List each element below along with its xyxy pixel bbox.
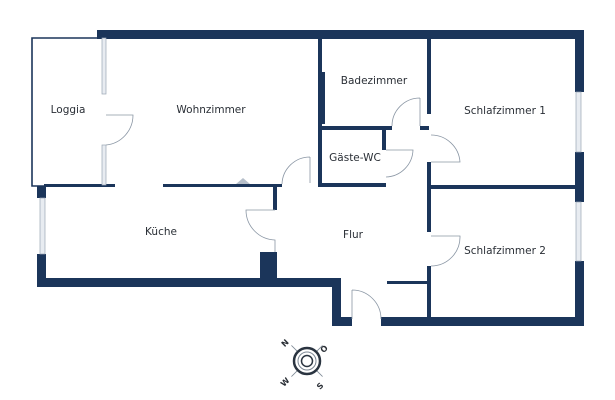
wall-wc-bottom [320, 183, 386, 187]
wall-bottom-right [381, 317, 584, 326]
window-kueche [39, 197, 46, 255]
compass-o: O [319, 344, 330, 355]
wall-top [97, 30, 584, 39]
room-label-gaeste-wc: Gäste-WC [329, 152, 381, 164]
compass-s: S [315, 381, 326, 392]
wall-right-1 [575, 30, 584, 92]
wall-bad-stub [420, 126, 429, 130]
room-label-flur: Flur [343, 229, 363, 241]
wall-entry-left [332, 278, 341, 326]
kitchen-pillar [260, 252, 277, 282]
room-label-kueche: Küche [145, 226, 177, 238]
door-schlaf1 [430, 134, 461, 163]
room-label-schlafzimmer-2: Schlafzimmer 2 [464, 245, 546, 257]
window-loggia-1 [101, 37, 107, 95]
window-schlaf2 [575, 201, 582, 262]
room-label-badezimmer: Badezimmer [340, 75, 408, 87]
door-bad [391, 97, 421, 127]
wall-kueche-right [273, 184, 277, 210]
window-loggia-2 [101, 144, 107, 186]
wall-flur-schlaf2-low [427, 266, 431, 322]
door-wohnzimmer [281, 156, 311, 185]
compass-w: W [279, 376, 292, 389]
compass-icon [291, 345, 323, 377]
wall-wohn-kueche-1 [44, 184, 115, 187]
wall-bad-thick [318, 72, 325, 124]
wall-schlaf1-schlaf2 [431, 185, 577, 189]
wall-bad-wc [320, 126, 392, 130]
door-kueche [245, 209, 276, 252]
wall-left-lower [37, 254, 46, 287]
room-label-wohnzimmer: Wohnzimmer [176, 104, 246, 116]
wall-right-2 [575, 152, 584, 202]
room-label-loggia: Loggia [50, 104, 86, 116]
wall-bottom-left [37, 278, 341, 287]
wall-right-3 [575, 261, 584, 326]
room-label-schlafzimmer-1: Schlafzimmer 1 [464, 105, 546, 117]
window-schlaf1 [575, 91, 582, 153]
door-entry [351, 289, 382, 320]
step-marker [236, 178, 250, 184]
wall-entry-stub [332, 317, 352, 326]
compass-n: N [280, 338, 291, 349]
wall-wc-right [382, 126, 386, 150]
wall-flur-stub [387, 281, 429, 284]
door-wc [385, 149, 414, 178]
door-loggia [105, 114, 134, 146]
wall-flur-schlaf [427, 162, 431, 232]
door-schlaf2 [430, 235, 461, 267]
wall-bad-schlaf1 [427, 38, 431, 114]
wall-wohn-kueche-2 [163, 184, 282, 187]
wall-left-upper [37, 186, 46, 198]
